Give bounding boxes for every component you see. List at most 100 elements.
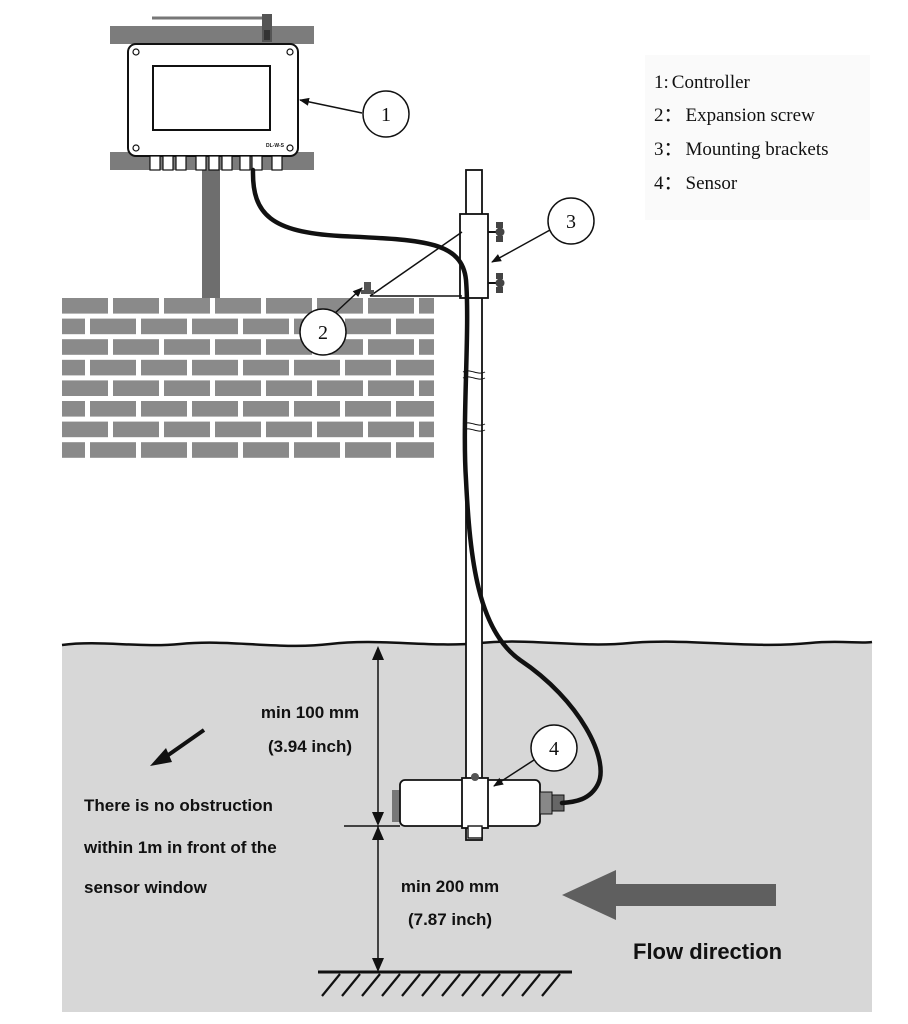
brick bbox=[294, 359, 340, 376]
brick bbox=[62, 298, 108, 314]
callout-4-number: 4 bbox=[549, 738, 559, 760]
brick bbox=[419, 421, 434, 438]
callout-2: 2 bbox=[299, 287, 363, 356]
brick bbox=[368, 421, 414, 438]
bracket-knob-lower bbox=[488, 273, 505, 293]
ground-hatch-line bbox=[421, 973, 441, 997]
brick bbox=[164, 380, 210, 396]
brick bbox=[317, 421, 363, 438]
legend: 1:Controller 2：Expansion screw 3：Mountin… bbox=[645, 55, 870, 220]
cable-glands bbox=[149, 155, 283, 171]
lower-dimension-mm: min 200 mm bbox=[401, 877, 499, 896]
flow-direction-arrow-icon bbox=[562, 870, 776, 920]
ground-hatch-line bbox=[541, 973, 561, 997]
callout-1-number: 1 bbox=[381, 104, 391, 126]
brick bbox=[192, 318, 238, 335]
legend-item-1-label: Controller bbox=[672, 72, 751, 93]
brick bbox=[90, 401, 136, 417]
brick bbox=[62, 380, 108, 396]
brick bbox=[419, 339, 434, 355]
brick bbox=[215, 298, 261, 314]
legend-item-4-number: 4： bbox=[654, 173, 683, 194]
brick bbox=[215, 380, 261, 396]
brick bbox=[266, 421, 312, 438]
cable-gland bbox=[239, 155, 251, 171]
mounting-bracket bbox=[369, 213, 505, 299]
sensor-unit bbox=[392, 773, 565, 839]
ground-hatch-line bbox=[481, 973, 501, 997]
brick bbox=[243, 401, 289, 417]
brick bbox=[215, 339, 261, 355]
brick bbox=[419, 298, 434, 314]
upper-dimension-mm: min 100 mm bbox=[261, 703, 359, 722]
brick bbox=[164, 421, 210, 438]
brick bbox=[62, 359, 85, 376]
brick bbox=[113, 339, 159, 355]
callout-1: 1 bbox=[299, 90, 410, 138]
ground-hatch-line bbox=[501, 973, 521, 997]
brick bbox=[62, 318, 85, 335]
brick bbox=[141, 318, 187, 335]
brick bbox=[396, 318, 434, 335]
expansion-screw-icon bbox=[361, 282, 374, 294]
brick bbox=[419, 380, 434, 396]
cable-gland bbox=[149, 155, 161, 171]
sensor-cable bbox=[250, 167, 603, 806]
legend-item-3: 3：Mounting brackets bbox=[654, 139, 829, 160]
brick bbox=[294, 442, 340, 458]
brick bbox=[266, 380, 312, 396]
obstruction-note-line-3: sensor window bbox=[84, 878, 208, 897]
legend-item-2: 2：Expansion screw bbox=[654, 105, 815, 126]
brick bbox=[266, 339, 312, 355]
brick bbox=[141, 442, 187, 458]
ground-hatch-line bbox=[361, 973, 381, 997]
obstruction-note-line-2: within 1m in front of the bbox=[83, 838, 277, 857]
legend-item-2-label: Expansion screw bbox=[686, 105, 816, 126]
controller-unit: DL-W-S bbox=[127, 43, 299, 157]
brick bbox=[192, 442, 238, 458]
brick bbox=[62, 421, 108, 438]
ground-hatch-line bbox=[521, 973, 541, 997]
legend-item-3-number: 3： bbox=[654, 139, 683, 160]
callout-3-number: 3 bbox=[566, 211, 576, 233]
ground-hatch-line bbox=[401, 973, 421, 997]
legend-item-4: 4：Sensor bbox=[654, 173, 738, 194]
controller-display bbox=[152, 65, 271, 131]
brick bbox=[345, 359, 391, 376]
callout-3: 3 bbox=[491, 197, 595, 263]
controller-mount-plate-top bbox=[110, 26, 314, 44]
cable-gland bbox=[162, 155, 174, 171]
controller-model-text: DL-W-S bbox=[266, 143, 285, 149]
brick bbox=[368, 380, 414, 396]
brick bbox=[345, 442, 391, 458]
legend-item-4-label: Sensor bbox=[686, 173, 738, 194]
legend-item-1-number: 1: bbox=[654, 72, 669, 93]
callout-2-number: 2 bbox=[318, 322, 328, 344]
ground-hatch-line bbox=[381, 973, 401, 997]
brick bbox=[141, 359, 187, 376]
ground-hatch-line bbox=[441, 973, 461, 997]
cable-gland bbox=[221, 155, 233, 171]
brick bbox=[345, 318, 391, 335]
obstruction-arrow-icon bbox=[150, 728, 206, 766]
brick bbox=[164, 298, 210, 314]
lower-dimension-inch: (7.87 inch) bbox=[408, 910, 492, 929]
cable-gland bbox=[271, 155, 283, 171]
brick bbox=[90, 318, 136, 335]
cable-gland bbox=[195, 155, 207, 171]
brick bbox=[243, 442, 289, 458]
brick bbox=[113, 298, 159, 314]
upper-dimension-inch: (3.94 inch) bbox=[268, 737, 352, 756]
brick bbox=[62, 401, 85, 417]
brick bbox=[243, 318, 289, 335]
brick bbox=[396, 359, 434, 376]
flow-direction-label: Flow direction bbox=[633, 939, 782, 964]
brick bbox=[396, 401, 434, 417]
controller-support-post bbox=[202, 170, 220, 298]
dimension-lower bbox=[372, 826, 384, 972]
brick bbox=[90, 359, 136, 376]
brick bbox=[317, 380, 363, 396]
ground-hatch-line bbox=[461, 973, 481, 997]
bracket-knob-upper bbox=[488, 222, 505, 242]
